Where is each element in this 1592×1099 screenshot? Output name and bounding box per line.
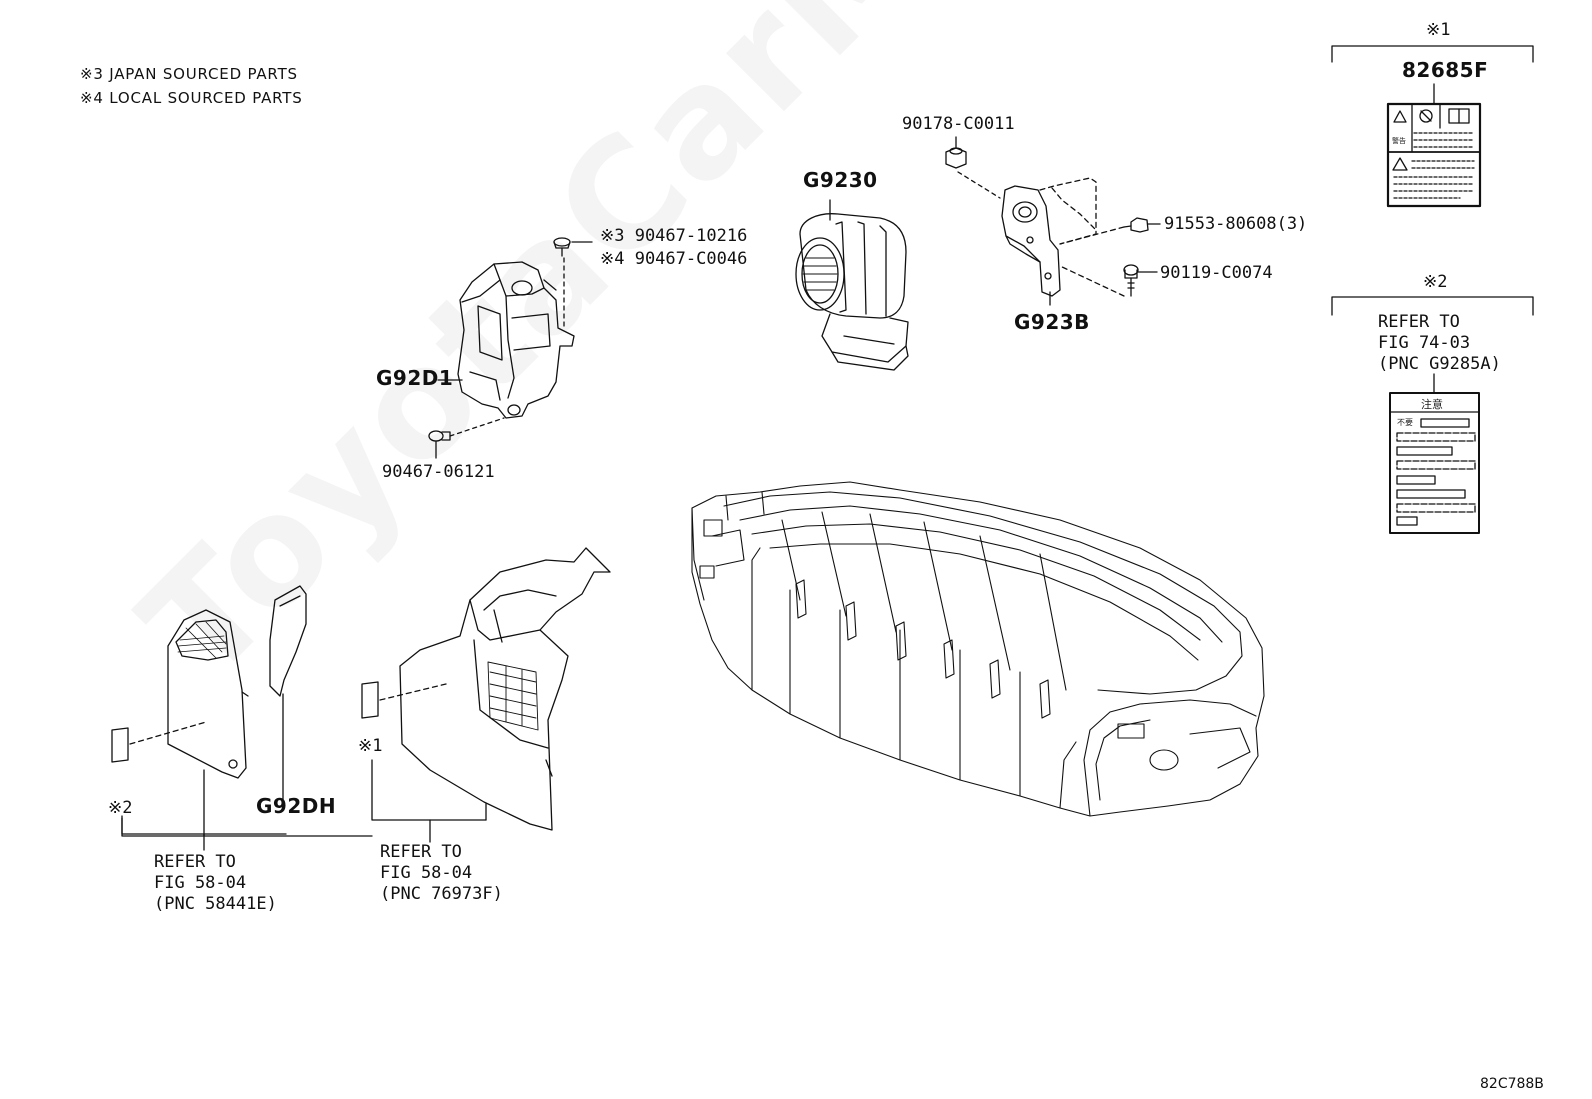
label-card-82685f[interactable] [1388,84,1480,206]
ref-58a-line3[interactable]: (PNC 58441E) [154,894,277,914]
leader-dash [958,172,1000,198]
ref-58b-line2[interactable]: FIG 58-04 [380,863,473,883]
screw-90467-06121[interactable] [429,431,450,458]
ref-mark-2: ※2 [1423,272,1448,292]
bracket-ref-1 [1332,46,1533,62]
caution-jp-text: 注意 [1421,398,1443,411]
leader-dash [1060,266,1124,296]
ref-mark-1-mid: ※1 [358,736,383,756]
ref-58a-line1[interactable]: REFER TO [154,852,236,872]
trim-left[interactable] [168,610,248,836]
note-japan-sourced: ※3 JAPAN SOURCED PARTS [80,65,298,83]
ref-mark-2-left: ※2 [108,798,133,818]
ref-74-line1[interactable]: REFER TO [1378,312,1460,332]
part-number-90467-c0046[interactable]: ※4 90467-C0046 [600,249,748,269]
bracket-mid [372,760,486,820]
part-number-90119-c0074[interactable]: 90119-C0074 [1160,263,1273,283]
part-number-90467-10216[interactable]: ※3 90467-10216 [600,226,748,246]
ref-58b-line1[interactable]: REFER TO [380,842,462,862]
battery-pack[interactable] [692,482,1264,816]
ref-58b-line3[interactable]: (PNC 76973F) [380,884,503,904]
note-local-sourced: ※4 LOCAL SOURCED PARTS [80,89,303,107]
part-number-82685f[interactable]: 82685F [1402,58,1489,82]
warn-jp-text: 警告 [1392,137,1406,145]
panel-g92dh[interactable] [270,586,306,800]
part-label-g92d1[interactable]: G92D1 [376,366,454,390]
bracket-left-bottom [122,816,286,834]
bolt-90119[interactable] [1124,265,1157,296]
leader-dash [450,418,504,436]
bolt-91553[interactable] [1124,218,1160,232]
screw-90467-10216[interactable] [554,238,592,256]
ref-74-line2[interactable]: FIG 74-03 [1378,333,1471,353]
part-number-91553-80608[interactable]: 91553-80608(3) [1164,214,1308,234]
bracket-ref-2 [1332,297,1533,315]
nut-90178[interactable] [946,137,966,168]
part-number-90178-c0011[interactable]: 90178-C0011 [902,114,1015,134]
figure-code: 82C788B [1480,1076,1544,1092]
part-label-g9230[interactable]: G9230 [803,168,878,192]
ref-58a-line2[interactable]: FIG 58-04 [154,873,247,893]
label-small-left[interactable] [112,728,128,762]
leader-dash [380,684,446,700]
trim-middle[interactable] [400,548,610,830]
notice-jp-text: 不要 [1397,418,1413,427]
part-number-90467-06121[interactable]: 90467-06121 [382,462,495,482]
bracket-g923b[interactable] [1002,178,1096,305]
part-label-g923b[interactable]: G923B [1014,310,1090,334]
no-open-flame-icon [1420,110,1432,122]
duct-g92d1[interactable] [438,262,574,418]
ref-74-line3[interactable]: (PNC G9285A) [1378,354,1501,374]
blower-g9230[interactable] [796,200,908,370]
bracket-left [122,818,372,836]
warning-triangle-icon [1393,158,1407,170]
label-card-caution[interactable] [1390,374,1479,533]
warning-triangle-icon [1394,111,1406,122]
part-label-g92dh[interactable]: G92DH [256,794,337,818]
ref-mark-1: ※1 [1426,20,1451,40]
leader-dash [130,722,206,744]
label-small-mid[interactable] [362,682,378,718]
leader-dash [1060,227,1124,244]
